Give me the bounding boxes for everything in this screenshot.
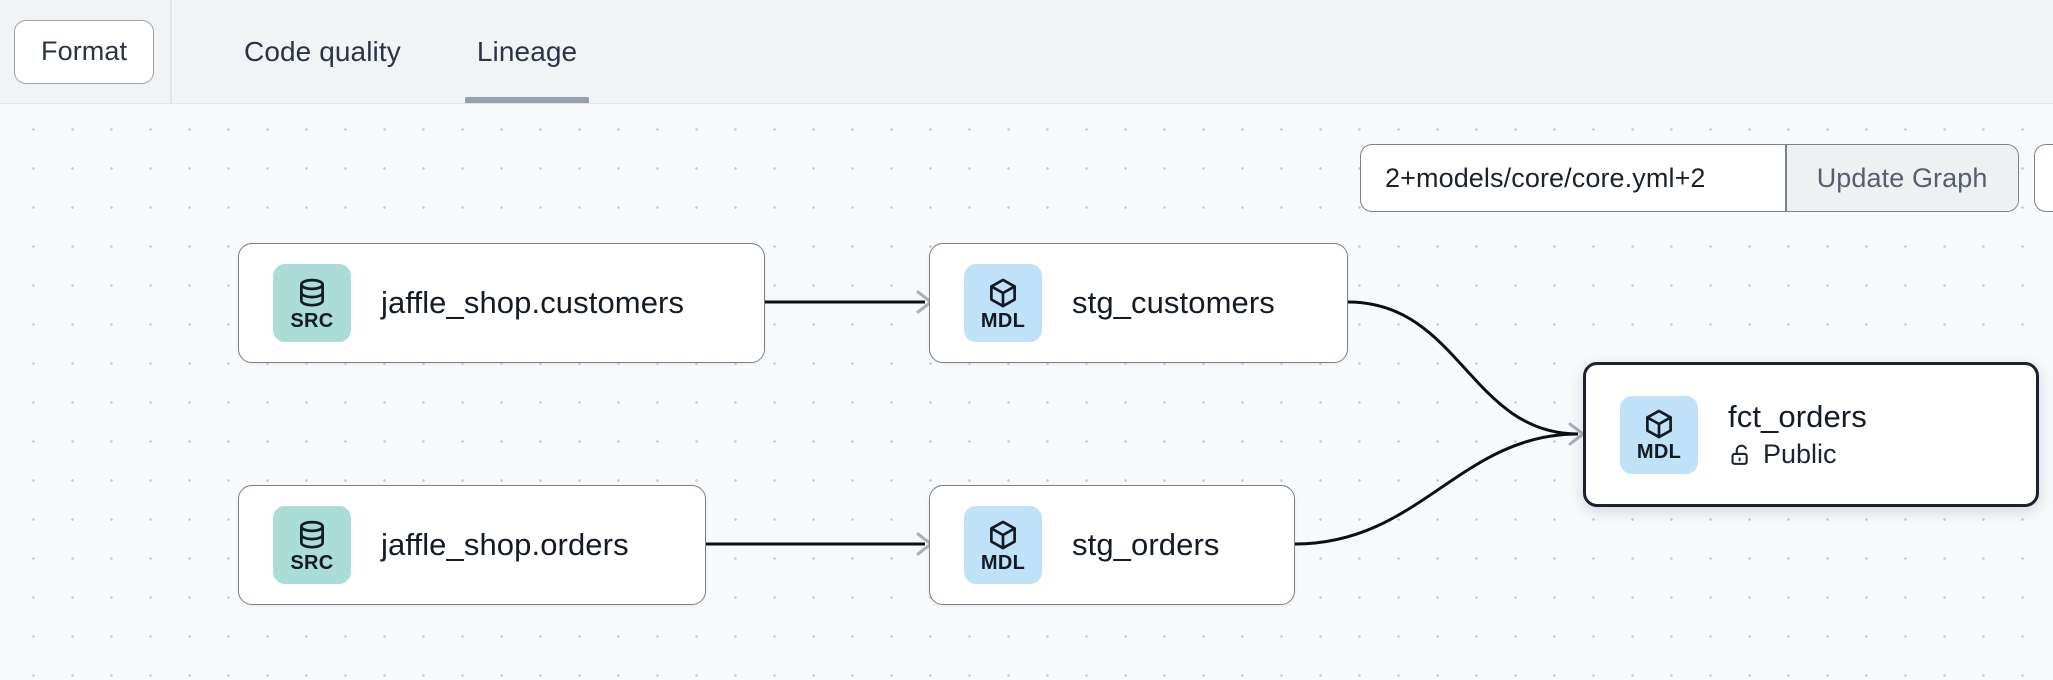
node-title: jaffle_shop.orders — [381, 527, 629, 562]
lineage-node-jaffle-shop-customers[interactable]: SRC jaffle_shop.customers — [238, 243, 765, 363]
node-body: jaffle_shop.orders — [381, 527, 629, 563]
lineage-node-jaffle-shop-orders[interactable]: SRC jaffle_shop.orders — [238, 485, 706, 605]
lineage-node-fct-orders[interactable]: MDL fct_orders Public — [1583, 362, 2039, 507]
node-title: fct_orders — [1728, 399, 1867, 434]
node-badge-label: MDL — [1636, 441, 1682, 463]
tab-lineage-label: Lineage — [476, 35, 578, 67]
graph-selector-toolbar: Update Graph — [1360, 144, 2019, 212]
lineage-node-stg-orders[interactable]: MDL stg_orders — [929, 485, 1295, 605]
node-badge-label: SRC — [290, 551, 334, 574]
database-icon — [300, 520, 324, 549]
node-title: stg_customers — [1072, 285, 1275, 320]
node-access-badge: Public — [1728, 439, 1867, 470]
format-button-container: Format — [0, 0, 172, 103]
graph-selector-input[interactable] — [1361, 145, 1785, 211]
edge-stg-orders-to-fct-orders — [1294, 432, 1579, 546]
edge-arrowhead — [1568, 422, 1585, 446]
node-badge-src: SRC — [273, 264, 351, 342]
node-badge-label: SRC — [290, 309, 334, 332]
node-badge-label: MDL — [980, 551, 1026, 574]
canvas-edge-control-partial[interactable] — [2034, 144, 2053, 212]
node-badge-mdl: MDL — [964, 264, 1042, 342]
editor-header-bar: Format Code quality Lineage — [0, 0, 2053, 104]
cube-icon — [990, 520, 1016, 549]
node-badge-label: MDL — [980, 309, 1026, 332]
tab-code-quality-label: Code quality — [244, 35, 401, 67]
toolbar-separator — [1785, 145, 1787, 211]
lineage-canvas[interactable]: SRC jaffle_shop.customers MDL stg_custom… — [0, 104, 2053, 680]
tab-code-quality[interactable]: Code quality — [240, 0, 405, 103]
edge-stg-customers-to-fct-orders — [1347, 300, 1579, 436]
node-badge-src: SRC — [273, 506, 351, 584]
editor-tab-list: Code quality Lineage — [172, 0, 590, 103]
lineage-node-stg-customers[interactable]: MDL stg_customers — [929, 243, 1348, 363]
tab-lineage[interactable]: Lineage — [464, 0, 590, 103]
unlock-icon — [1731, 444, 1748, 465]
cube-icon — [990, 278, 1016, 307]
node-badge-mdl: MDL — [1620, 395, 1698, 474]
format-button[interactable]: Format — [14, 19, 155, 84]
update-graph-button[interactable]: Update Graph — [1786, 145, 2018, 211]
tab-lineage-underline — [464, 97, 590, 103]
node-body: stg_customers — [1072, 285, 1275, 321]
header-vertical-divider — [170, 0, 172, 103]
node-access-label: Public — [1763, 439, 1837, 469]
node-body: fct_orders Public — [1728, 399, 1867, 470]
node-title: jaffle_shop.customers — [381, 285, 685, 320]
node-body: jaffle_shop.customers — [381, 285, 684, 321]
node-body: stg_orders — [1072, 527, 1219, 563]
node-badge-mdl: MDL — [964, 506, 1042, 584]
cube-icon — [1646, 409, 1672, 439]
database-icon — [300, 278, 324, 307]
node-title: stg_orders — [1072, 527, 1220, 562]
